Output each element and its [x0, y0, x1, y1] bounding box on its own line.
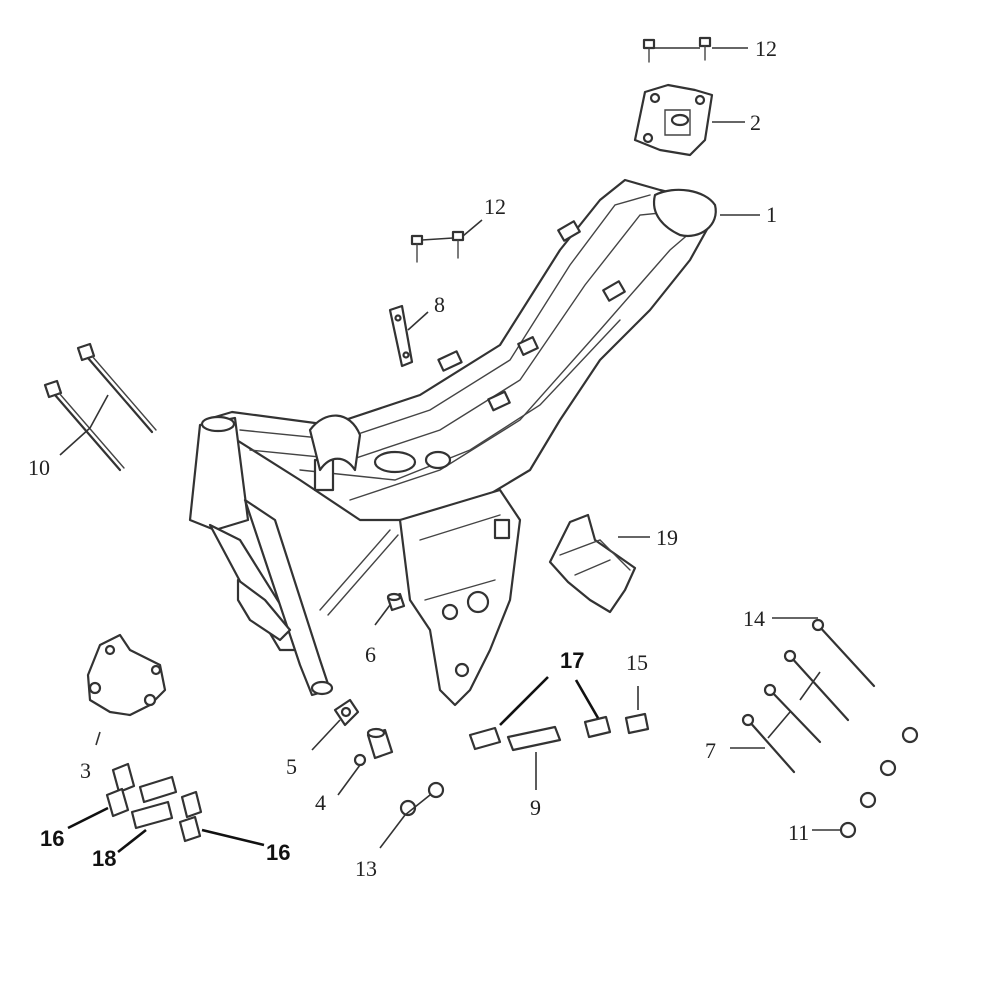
- bushing-group[interactable]: [105, 762, 203, 843]
- front-engine-bracket-part[interactable]: [86, 633, 167, 717]
- collar-part[interactable]: [386, 592, 406, 612]
- long-bolts-right[interactable]: [741, 618, 876, 774]
- strap-bracket-part[interactable]: [388, 304, 414, 368]
- callout-16-right: 16: [266, 840, 290, 865]
- callout-17: 17: [560, 648, 584, 673]
- callout-labels: 1 2 12 12 8 10 19 3 6 5 4 9 17 15 14 7 1…: [28, 36, 809, 881]
- callout-12-top: 12: [755, 36, 777, 61]
- callout-12-middle: 12: [484, 194, 506, 219]
- spacer-group[interactable]: [468, 712, 650, 752]
- callout-5: 5: [286, 754, 297, 779]
- callout-15: 15: [626, 650, 648, 675]
- callout-2: 2: [750, 110, 761, 135]
- callout-8: 8: [434, 292, 445, 317]
- clamp-part[interactable]: [333, 698, 360, 727]
- callout-1: 1: [766, 202, 777, 227]
- callout-9: 9: [530, 795, 541, 820]
- callout-16-left: 16: [40, 826, 64, 851]
- engine-mount-plate-part[interactable]: [548, 513, 637, 614]
- callout-7: 7: [705, 738, 716, 763]
- pivot-collar-part[interactable]: [353, 727, 394, 767]
- nut-set-11[interactable]: [839, 726, 919, 839]
- nut-pair-13[interactable]: [399, 781, 445, 817]
- main-frame-part[interactable]: [188, 178, 717, 707]
- callout-10: 10: [28, 455, 50, 480]
- callout-18: 18: [92, 846, 116, 871]
- callout-6: 6: [365, 642, 376, 667]
- callout-14: 14: [743, 606, 765, 631]
- rear-mount-bracket-part[interactable]: [633, 83, 714, 157]
- callout-11: 11: [788, 820, 809, 845]
- callout-19: 19: [656, 525, 678, 550]
- callout-3: 3: [80, 758, 91, 783]
- leader-lines: [59, 47, 842, 854]
- long-bolt-pair[interactable]: [43, 342, 157, 472]
- callout-4: 4: [315, 790, 326, 815]
- bolt-pair-middle[interactable]: [410, 230, 465, 263]
- bolt-pair-top[interactable]: [642, 36, 712, 63]
- callout-13: 13: [355, 856, 377, 881]
